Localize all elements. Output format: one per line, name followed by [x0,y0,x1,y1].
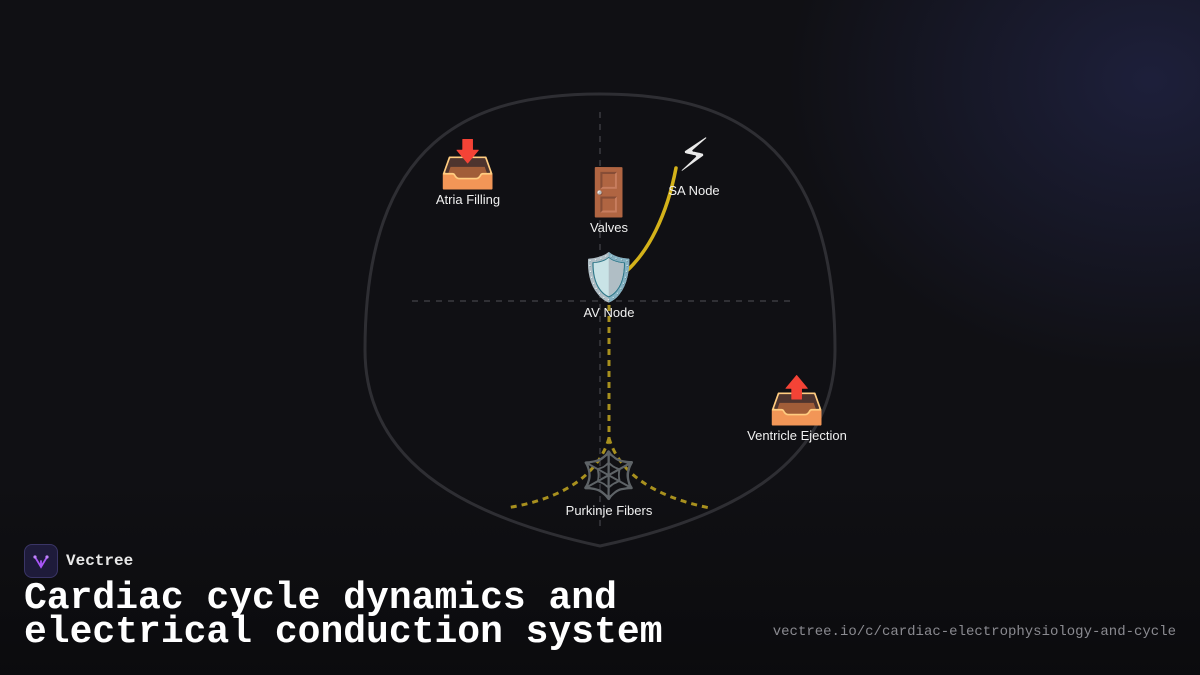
lightning-icon: ⚡ [677,129,711,181]
node-av-node: 🛡️ AV Node [580,251,637,320]
vectree-logo-icon [24,544,58,578]
inbox-down-icon: 📥 [439,138,497,190]
node-purkinje-fibers: 🕸️ Purkinje Fibers [566,449,653,518]
node-label: Valves [589,220,629,235]
node-label: Atria Filling [435,192,501,207]
node-label: AV Node [583,305,635,320]
spiderweb-icon: 🕸️ [580,449,638,501]
source-url[interactable]: vectree.io/c/cardiac-electrophysiology-a… [772,624,1176,640]
outbox-up-icon: 📤 [768,374,826,426]
shield-icon: 🛡️ [580,251,638,303]
heart-outline [363,92,837,548]
node-label: SA Node [668,183,720,198]
sa-to-av-pathway [616,166,678,280]
page-title: Cardiac cycle dynamics and electrical co… [24,577,663,654]
node-atria-filling: 📥 Atria Filling [436,138,500,207]
brand-name: Vectree [66,552,134,570]
node-valves: 🚪 Valves [580,166,637,235]
node-label: Purkinje Fibers [565,503,653,518]
right-bundle-branch [607,437,711,510]
brand: Vectree [24,544,133,578]
node-ventricle-ejection: 📤 Ventricle Ejection [747,374,847,443]
node-sa-node: ⚡ SA Node [668,129,719,198]
node-label: Ventricle Ejection [747,428,847,443]
left-bundle-branch [505,437,611,510]
door-icon: 🚪 [580,166,638,218]
